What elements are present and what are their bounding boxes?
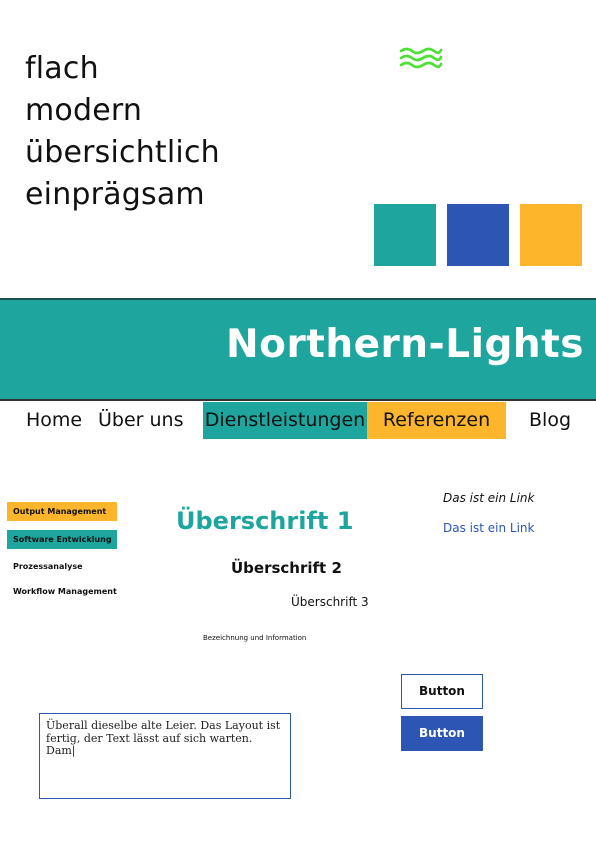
keyword-list: flach modern übersichtlich einprägsam	[25, 48, 220, 216]
heading-3: Überschrift 3	[291, 595, 369, 609]
keyword-flach: flach	[25, 51, 99, 86]
site-title: Northern-Lights	[226, 322, 584, 367]
sidebar-item-software-entwicklung[interactable]: Software Entwicklung	[7, 530, 117, 549]
sidebar-item-workflow-management[interactable]: Workflow Management	[13, 587, 117, 596]
color-swatch-orange	[520, 204, 582, 266]
color-swatch-teal	[374, 204, 436, 266]
heading-1: Überschrift 1	[176, 507, 354, 535]
header-banner: Northern-Lights	[0, 298, 596, 401]
nav-item-about[interactable]: Über uns	[98, 409, 184, 431]
color-swatch-blue	[447, 204, 509, 266]
link-blue[interactable]: Das ist ein Link	[443, 521, 535, 535]
sidebar-item-prozessanalyse[interactable]: Prozessanalyse	[13, 562, 83, 571]
nav-item-services[interactable]: Dienstleistungen	[203, 402, 367, 439]
outline-button[interactable]: Button	[401, 674, 483, 709]
nav-item-references[interactable]: Referenzen	[367, 402, 506, 439]
keyword-uebersichtlich: übersichtlich	[25, 135, 220, 170]
filled-button[interactable]: Button	[401, 716, 483, 751]
link-italic[interactable]: Das ist ein Link	[443, 491, 535, 505]
nav-item-home[interactable]: Home	[26, 409, 83, 431]
keyword-einpraegsam: einprägsam	[25, 177, 205, 212]
sidebar-item-output-management[interactable]: Output Management	[7, 502, 117, 521]
text-area[interactable]: Überall dieselbe alte Leier. Das Layout …	[39, 713, 291, 799]
heading-2: Überschrift 2	[231, 559, 342, 577]
keyword-modern: modern	[25, 93, 143, 128]
waves-icon	[399, 47, 443, 69]
nav-item-blog[interactable]: Blog	[529, 409, 571, 431]
caption-text: Bezeichnung und Information	[203, 634, 307, 642]
